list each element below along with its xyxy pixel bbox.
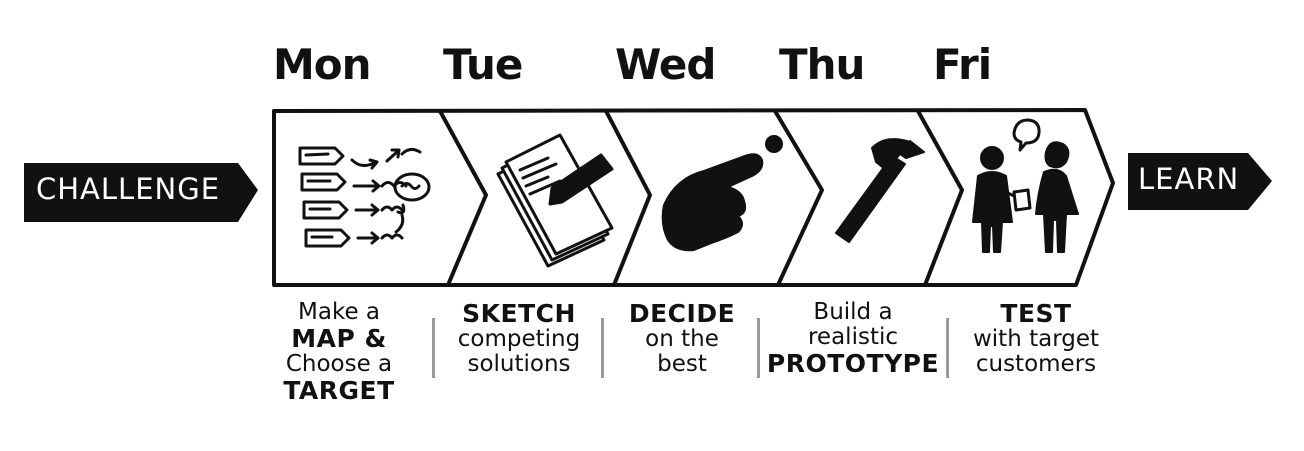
caption-separator bbox=[757, 318, 760, 378]
day-label-fri: Fri bbox=[933, 40, 992, 89]
timeline-band bbox=[272, 108, 1115, 287]
caption-line: DECIDE bbox=[628, 299, 736, 328]
speech-bubble-icon bbox=[1012, 118, 1041, 152]
learn-arrow bbox=[1128, 153, 1272, 210]
pen-icon bbox=[548, 153, 614, 206]
caption-thu: Build a realistic PROTOTYPE bbox=[764, 300, 942, 377]
caption-line: solutions bbox=[467, 350, 571, 377]
caption-line: TARGET bbox=[283, 375, 395, 405]
challenge-label: CHALLENGE bbox=[36, 172, 221, 206]
caption-tue: SKETCH competing solutions bbox=[441, 300, 597, 377]
caption-line: customers bbox=[975, 350, 1097, 377]
chevron-divider-1 bbox=[438, 110, 488, 286]
chevron-divider-3 bbox=[773, 109, 824, 286]
day-label-mon: Mon bbox=[273, 40, 372, 89]
day-label-tue: Tue bbox=[443, 40, 523, 89]
caption-separator bbox=[432, 318, 435, 378]
caption-line: SKETCH bbox=[462, 299, 576, 328]
caption-line: Choose a bbox=[285, 350, 393, 377]
users-icon bbox=[972, 118, 1079, 253]
chevron-divider-2 bbox=[604, 110, 652, 286]
caption-line: with target bbox=[972, 326, 1100, 352]
caption-separator bbox=[946, 318, 949, 378]
caption-line: PROTOTYPE bbox=[766, 348, 940, 378]
caption-line: realistic bbox=[807, 323, 898, 350]
learn-label: LEARN bbox=[1138, 162, 1240, 196]
caption-line: TEST bbox=[1000, 299, 1072, 328]
caption-line: competing bbox=[457, 326, 581, 352]
chevron-divider-4 bbox=[916, 110, 964, 286]
caption-fri: TEST with target customers bbox=[954, 300, 1118, 377]
caption-line: on the bbox=[645, 326, 719, 352]
day-label-wed: Wed bbox=[615, 40, 716, 89]
pointing-hand-icon bbox=[661, 135, 783, 252]
map-icon bbox=[298, 146, 431, 248]
caption-line: Make a bbox=[298, 299, 380, 325]
hammer-icon bbox=[835, 138, 925, 243]
caption-line: Build a bbox=[813, 299, 893, 325]
caption-wed: DECIDE on the best bbox=[612, 300, 752, 377]
caption-line: MAP & bbox=[291, 323, 387, 353]
caption-line: best bbox=[657, 350, 707, 377]
caption-separator bbox=[601, 318, 604, 378]
caption-mon: Make a MAP & Choose a TARGET bbox=[263, 300, 415, 404]
sketch-paper-icon bbox=[496, 133, 614, 268]
day-label-thu: Thu bbox=[779, 40, 865, 89]
challenge-arrow bbox=[24, 163, 258, 222]
